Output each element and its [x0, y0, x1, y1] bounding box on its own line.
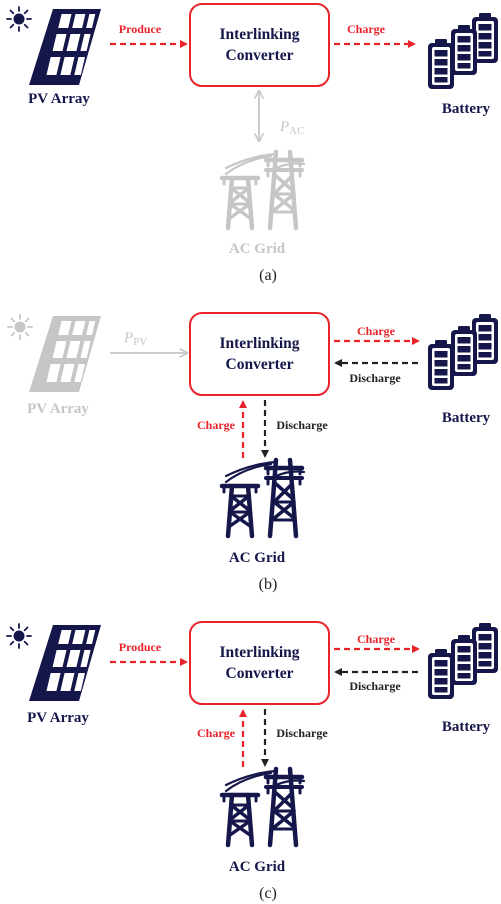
solar-panel-icon — [29, 316, 101, 392]
battery-stack-icon — [428, 13, 498, 89]
sun-icon — [7, 314, 33, 340]
panel-a-caption: (a) — [259, 267, 277, 284]
sun-icon — [6, 6, 32, 32]
battery-label: Battery — [442, 101, 491, 117]
pv-array-label: PV Array — [27, 710, 89, 726]
battery-charge-label: Charge — [357, 632, 396, 646]
panel-c: PV Array Produce Interlinking Converter … — [6, 621, 498, 902]
produce-label: Produce — [119, 22, 162, 36]
interlinking-converter-box — [189, 312, 330, 396]
converter-title-line2: Converter — [226, 356, 294, 373]
interlinking-converter-box — [189, 3, 330, 87]
battery-label: Battery — [442, 719, 491, 735]
transmission-tower-icon — [222, 152, 304, 228]
battery-discharge-label: Discharge — [349, 679, 401, 693]
panel-b: PV Array PPV Interlinking Converter Char… — [7, 312, 498, 593]
grid-discharge-label: Discharge — [276, 726, 328, 740]
transmission-tower-icon — [222, 769, 304, 845]
converter-title-line1: Interlinking — [219, 335, 299, 352]
produce-label: Produce — [119, 640, 162, 654]
battery-charge-label: Charge — [357, 324, 396, 338]
ac-grid-label: AC Grid — [229, 550, 286, 566]
pv-array-label: PV Array — [27, 401, 89, 417]
grid-charge-label: Charge — [197, 726, 236, 740]
ac-grid-label: AC Grid — [229, 241, 286, 257]
ac-grid-label: AC Grid — [229, 859, 286, 875]
grid-charge-label: Charge — [197, 418, 236, 432]
converter-title-line2: Converter — [226, 665, 294, 682]
battery-label: Battery — [442, 410, 491, 426]
charge-label: Charge — [347, 22, 386, 36]
sun-icon — [6, 623, 32, 649]
panel-c-caption: (c) — [259, 885, 277, 902]
converter-title-line2: Converter — [226, 47, 294, 64]
panel-b-caption: (b) — [259, 576, 278, 593]
battery-discharge-label: Discharge — [349, 371, 401, 385]
p-pv-label: PPV — [123, 330, 147, 348]
battery-stack-icon — [428, 314, 498, 390]
battery-stack-icon — [428, 623, 498, 699]
interlinking-converter-box — [189, 621, 330, 705]
p-ac-label: PAC — [279, 119, 304, 137]
pv-array-label: PV Array — [28, 91, 90, 107]
converter-title-line1: Interlinking — [219, 26, 299, 43]
converter-title-line1: Interlinking — [219, 644, 299, 661]
solar-panel-icon — [29, 9, 101, 85]
panel-a: PV Array Produce Interlinking Converter … — [6, 3, 498, 284]
grid-discharge-label: Discharge — [276, 418, 328, 432]
transmission-tower-icon — [222, 460, 304, 536]
solar-panel-icon — [29, 625, 101, 701]
